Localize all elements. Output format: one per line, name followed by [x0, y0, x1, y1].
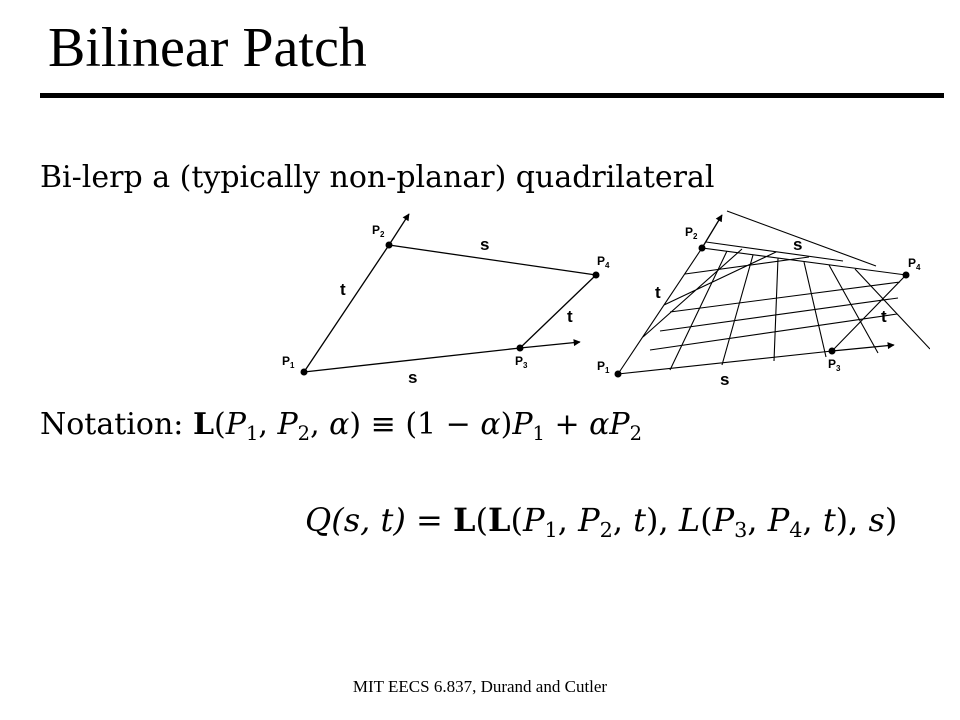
left-label-t-right: t: [567, 307, 573, 326]
notation-label: Notation:: [40, 407, 184, 442]
left-edge-p1-p2: [303, 244, 390, 373]
left-edge-p2-p4: [388, 244, 597, 276]
left-point-p3: [516, 344, 524, 352]
notation-line: Notation: L(P1, P2, α) ≡ (1 − α)P1 + αP2: [40, 405, 642, 454]
right-label-s-top: s: [793, 235, 802, 254]
slide-title: Bilinear Patch: [48, 17, 367, 79]
left-arrow-s-right: [519, 339, 581, 349]
left-label-s-bottom: s: [408, 368, 417, 387]
left-label-t-left: t: [340, 280, 346, 299]
bilinear-patch-figure: P2 P4 P1 P3 s s t t P2 P4 P1 P3 s s t t: [282, 210, 930, 389]
right-point-p3: [828, 347, 836, 355]
left-label-p4: P4: [597, 254, 610, 270]
left-label-p2: P2: [372, 223, 385, 239]
right-point-p2: [698, 244, 706, 252]
right-label-p2: P2: [685, 225, 698, 241]
right-label-p4: P4: [908, 256, 921, 272]
right-arrow-s-right: [831, 342, 895, 352]
right-patch-grid: [616, 210, 930, 375]
left-edge-p4-p3: [519, 274, 597, 349]
left-point-p2: [385, 241, 393, 249]
right-quad-diagram: P2 P4 P1 P3 s s t t: [597, 210, 930, 389]
notation-equation: L(P1, P2, α) ≡ (1 − α)P1 + αP2: [192, 407, 643, 445]
left-label-s-top: s: [480, 235, 489, 254]
left-point-p4: [592, 271, 600, 279]
right-point-p4: [902, 271, 910, 279]
bullet-text: Bi-lerp a (typically non-planar) quadril…: [40, 160, 715, 195]
left-arrow-t-up: [388, 213, 410, 246]
left-point-p1: [300, 368, 308, 376]
title-underline: [40, 93, 944, 98]
right-label-t-right: t: [881, 307, 887, 326]
right-label-p3: P3: [828, 357, 841, 373]
right-label-s-bottom: s: [720, 370, 729, 389]
right-arrow-t-up: [701, 214, 723, 249]
bilinear-equation: Q(s, t) = L(L(P1, P2, t), L(P3, P4, t), …: [305, 501, 898, 543]
left-label-p3: P3: [515, 354, 528, 370]
right-label-t-left: t: [655, 283, 661, 302]
right-label-p1: P1: [597, 359, 610, 375]
left-quad-diagram: P2 P4 P1 P3 s s t t: [282, 213, 610, 387]
right-point-p1: [614, 370, 622, 378]
left-label-p1: P1: [282, 354, 295, 370]
slide-footer: MIT EECS 6.837, Durand and Cutler: [352, 677, 608, 696]
left-edge-p1-p3: [303, 347, 521, 373]
